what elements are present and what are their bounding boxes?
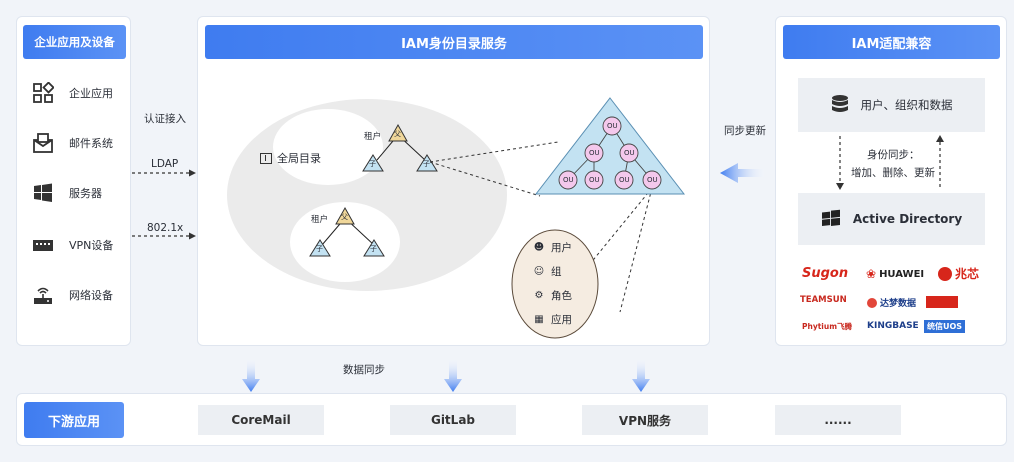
router-icon bbox=[31, 283, 55, 307]
tenant-tree-2 bbox=[309, 206, 385, 257]
connector-arrows-left bbox=[132, 169, 196, 240]
attr-role: ⚙ 角色 bbox=[534, 290, 572, 302]
brand-uos: 统信UOS bbox=[924, 320, 966, 333]
brand-red-logo bbox=[926, 296, 958, 308]
child-node-2b: 子 bbox=[370, 245, 377, 253]
sync-update-arrow bbox=[720, 163, 768, 183]
attr-group: ☺ 组 bbox=[533, 266, 562, 278]
global-directory-label: 全局目录 bbox=[260, 150, 321, 166]
iam-compat-title: IAM适配兼容 bbox=[783, 25, 1000, 59]
auth-access-label: 认证接入 bbox=[144, 113, 186, 125]
brand-phytium: Phytium飞腾 bbox=[802, 322, 853, 331]
down-arrow-3 bbox=[632, 357, 650, 392]
ou-node: OU bbox=[563, 176, 574, 184]
vpn-device-icon bbox=[31, 233, 55, 257]
enterprise-devices-title: 企业应用及设备 bbox=[23, 25, 126, 59]
device-label: VPN设备 bbox=[69, 239, 114, 252]
brand-kingbase: KINGBASE bbox=[867, 321, 919, 331]
app-more[interactable]: ...... bbox=[775, 405, 901, 435]
global-directory-diagram bbox=[227, 99, 507, 291]
book-icon bbox=[260, 152, 272, 164]
windows-icon bbox=[31, 181, 55, 205]
sync-update-label: 同步更新 bbox=[724, 125, 766, 137]
device-label: 邮件系统 bbox=[69, 137, 113, 150]
device-item-server[interactable]: 服务器 bbox=[31, 181, 102, 205]
device-item-network[interactable]: 网络设备 bbox=[31, 283, 113, 307]
tenant-tree-1 bbox=[362, 123, 438, 172]
database-icon bbox=[831, 94, 849, 117]
iam-compat-panel: IAM适配兼容 bbox=[775, 16, 1007, 346]
app-coremail[interactable]: CoreMail bbox=[198, 405, 324, 435]
ou-node: OU bbox=[647, 176, 658, 184]
brand-huawei: ❀ HUAWEI bbox=[866, 267, 925, 281]
brand-zhaoxin: 兆芯 bbox=[938, 265, 979, 282]
group-icon: ☺ bbox=[533, 266, 545, 277]
down-arrow-2 bbox=[444, 357, 462, 392]
device-item-vpn[interactable]: VPN设备 bbox=[31, 233, 113, 257]
attr-app: ▦ 应用 bbox=[534, 314, 572, 326]
device-label: 企业应用 bbox=[69, 87, 113, 100]
child-node-2a: 子 bbox=[316, 245, 323, 253]
app-icon: ▦ bbox=[534, 314, 544, 325]
tenant-label-2: 租户 bbox=[311, 215, 329, 225]
user-org-data-box[interactable]: 用户、组织和数据 bbox=[798, 78, 985, 132]
device-label: 服务器 bbox=[69, 187, 102, 200]
ou-node: OU bbox=[589, 176, 600, 184]
identity-sync-line2: 增加、删除、更新 bbox=[851, 167, 935, 179]
attribute-list: ☻ 用户 ☺ 组 ⚙ 角色 ▦ 应用 bbox=[533, 240, 572, 327]
enterprise-devices-panel: 企业应用及设备 企业应用 邮件系统 服务器 VPN设备 bbox=[16, 16, 131, 346]
dameng-logo-icon bbox=[867, 297, 877, 308]
iam-directory-title: IAM身份目录服务 bbox=[205, 25, 703, 59]
ou-node: OU bbox=[619, 176, 630, 184]
downstream-apps-title: 下游应用 bbox=[24, 402, 124, 438]
child-node-1a: 子 bbox=[369, 160, 376, 168]
zhaoxin-logo-icon bbox=[938, 266, 952, 281]
down-arrow-1 bbox=[242, 357, 260, 392]
ou-node: OU bbox=[607, 122, 618, 130]
brand-dameng: 达梦数据 bbox=[867, 296, 916, 309]
attr-user: ☻ 用户 bbox=[533, 242, 572, 254]
tree-to-ou-links bbox=[429, 141, 653, 313]
brand-sugon: Sugon bbox=[802, 266, 849, 281]
user-icon: ☻ bbox=[533, 242, 545, 253]
identity-sync-arrows bbox=[836, 135, 944, 190]
ldap-label: LDAP bbox=[151, 158, 179, 170]
data-sync-label: 数据同步 bbox=[343, 364, 385, 376]
role-icon: ⚙ bbox=[534, 290, 544, 301]
parent-node-1: 父 bbox=[394, 130, 401, 138]
active-directory-box[interactable]: Active Directory bbox=[798, 193, 985, 245]
device-item-enterprise-app[interactable]: 企业应用 bbox=[31, 81, 113, 105]
windows-icon bbox=[821, 209, 841, 230]
ou-tree-triangle bbox=[534, 97, 686, 195]
child-node-1b: 子 bbox=[423, 160, 430, 168]
app-vpn-service[interactable]: VPN服务 bbox=[582, 405, 708, 435]
device-label: 网络设备 bbox=[69, 289, 113, 302]
huawei-logo-icon: ❀ bbox=[866, 267, 877, 281]
identity-sync-line1: 身份同步： bbox=[867, 149, 920, 161]
app-gitlab[interactable]: GitLab bbox=[390, 405, 516, 435]
attribute-ellipse bbox=[511, 229, 599, 339]
tenant-label-1: 租户 bbox=[364, 132, 382, 142]
ou-node: OU bbox=[589, 149, 600, 157]
ou-node: OU bbox=[624, 149, 635, 157]
mail-icon bbox=[31, 131, 55, 155]
device-item-mail[interactable]: 邮件系统 bbox=[31, 131, 113, 155]
dot1x-label: 802.1x bbox=[147, 222, 184, 234]
app-grid-icon bbox=[31, 81, 55, 105]
brand-teamsun: TEAMSUN bbox=[800, 295, 847, 305]
parent-node-2: 父 bbox=[341, 213, 348, 221]
